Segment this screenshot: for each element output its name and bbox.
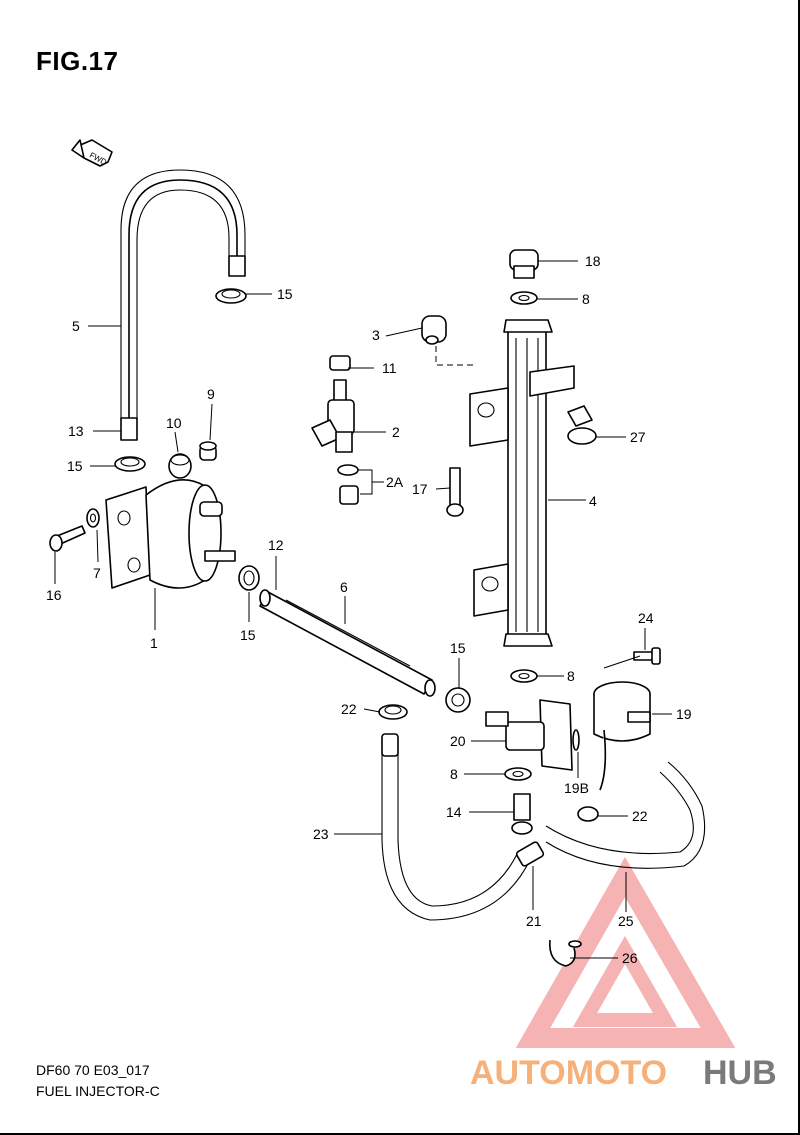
callout-17: 17 [412,481,428,497]
clip-15-left [114,456,146,472]
callout-6: 6 [340,579,348,595]
clip-15-top [215,288,247,304]
callout-8-low: 8 [450,766,458,782]
fuel-injector-2 [311,379,355,453]
callout-14: 14 [446,804,462,820]
clip-22-right [577,806,599,822]
o-ring-19b [572,729,580,751]
plug-9 [199,441,217,461]
callout-15-mid: 15 [240,627,256,643]
callout-2: 2 [392,424,400,440]
fwd-arrow: FWD [71,139,113,167]
callout-labels: 1 2 2A 3 4 5 6 7 8 8 8 9 10 11 12 13 14 … [46,253,692,966]
banjo-bolt-18 [509,249,539,279]
leader-lines [54,260,672,959]
callout-27: 27 [630,429,646,445]
clip-15-right [445,687,471,713]
callout-8-top: 8 [582,291,590,307]
callout-5: 5 [72,318,80,334]
callout-22-right: 22 [632,808,648,824]
diagram-name: FUEL INJECTOR-C [36,1083,160,1099]
bolt-16 [49,525,86,552]
washer-8-low [504,767,532,781]
washer-8-mid [510,669,538,683]
callout-23: 23 [313,826,329,842]
callout-12: 12 [268,537,284,553]
callout-10: 10 [166,415,182,431]
callout-18: 18 [585,253,601,269]
callout-11: 11 [382,360,397,376]
callout-15-right: 15 [450,640,466,656]
callout-13: 13 [68,423,84,439]
hose-5 [120,169,246,441]
callout-8-mid: 8 [567,668,575,684]
seal-11 [329,355,351,371]
pressure-regulator-19 [593,681,651,791]
callout-22-left: 22 [341,701,357,717]
diagram-code: DF60 70 E03_017 [36,1062,150,1078]
hose-25 [545,761,706,869]
fuel-pipe-6 [259,589,436,697]
washer-8-top [510,291,538,305]
o-ring-2a [337,464,359,505]
watermark-text-automoto: AUTOMOTO [470,1054,667,1092]
figure-title: FIG.17 [36,46,119,76]
washer-7 [86,508,100,528]
callout-16: 16 [46,587,62,603]
clip-27 [567,405,597,445]
fuel-rail-4 [469,319,575,647]
automotohub-watermark: AUTOMOTO HUB [470,856,777,1092]
callout-1: 1 [150,635,158,651]
callout-20: 20 [450,733,466,749]
fitting-20 [485,699,573,771]
bolt-24 [633,647,661,665]
callout-15-top: 15 [277,286,293,302]
callout-21: 21 [526,913,542,929]
hose-23 [381,733,545,921]
clip-26 [549,939,582,967]
callout-19b: 19B [564,780,589,796]
callout-2a: 2A [386,474,404,490]
watermark-text-hub: HUB [703,1054,777,1092]
cap-3 [421,315,447,345]
clip-22-left [378,704,408,720]
callout-9: 9 [207,386,215,402]
callout-25: 25 [618,913,634,929]
callout-26: 26 [622,950,638,966]
callout-3: 3 [372,327,380,343]
callout-24: 24 [638,610,654,626]
fuel-filter-1 [105,479,236,589]
callout-15-left: 15 [67,458,83,474]
callout-4: 4 [589,493,597,509]
union-14 [511,793,533,835]
bolt-17 [446,467,464,517]
clip-15-mid [238,565,260,591]
callout-7: 7 [93,565,101,581]
grommet-10 [168,453,192,479]
callout-19: 19 [676,706,692,722]
